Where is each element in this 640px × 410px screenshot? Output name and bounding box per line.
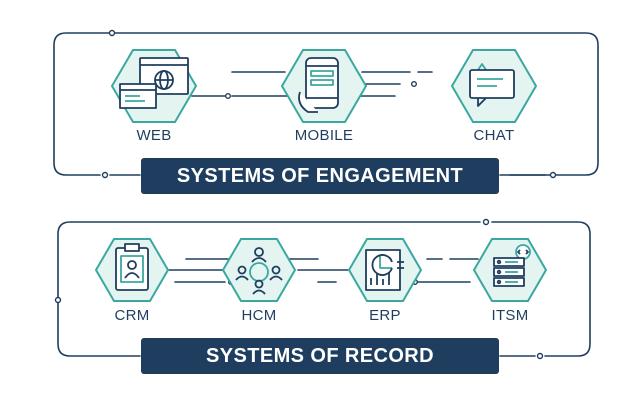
engagement-connectors	[191, 71, 433, 97]
engagement-connector-dots	[224, 80, 418, 99]
clipboard-contact-icon	[115, 243, 149, 291]
server-code-icon	[493, 244, 531, 287]
hex-hcm	[221, 238, 297, 302]
hex-chat	[450, 49, 538, 123]
chat-label: CHAT	[473, 127, 515, 144]
web-label: WEB	[136, 127, 172, 144]
record-banner: SYSTEMS OF RECORD	[141, 338, 499, 374]
mobile-phone-icon	[298, 57, 339, 113]
web-browser-icon	[119, 57, 189, 109]
record-frame	[57, 221, 591, 357]
people-network-icon	[235, 247, 283, 295]
hex-itsm	[472, 238, 548, 302]
engagement-frame-dots	[101, 29, 557, 179]
hex-crm	[94, 238, 170, 302]
engagement-banner: SYSTEMS OF ENGAGEMENT	[141, 158, 499, 194]
hcm-label: HCM	[241, 307, 277, 324]
chat-bubble-icon	[469, 63, 515, 107]
hex-erp	[347, 238, 423, 302]
hex-mobile	[280, 49, 368, 123]
mobile-label: MOBILE	[294, 127, 354, 144]
crm-label: CRM	[114, 307, 150, 324]
erp-label: ERP	[369, 307, 401, 324]
record-connectors	[162, 258, 479, 283]
itsm-label: ITSM	[491, 307, 529, 324]
record-frame-dots	[54, 218, 544, 360]
engagement-frame	[53, 32, 599, 176]
report-chart-icon	[365, 249, 404, 291]
hex-web	[110, 49, 198, 123]
